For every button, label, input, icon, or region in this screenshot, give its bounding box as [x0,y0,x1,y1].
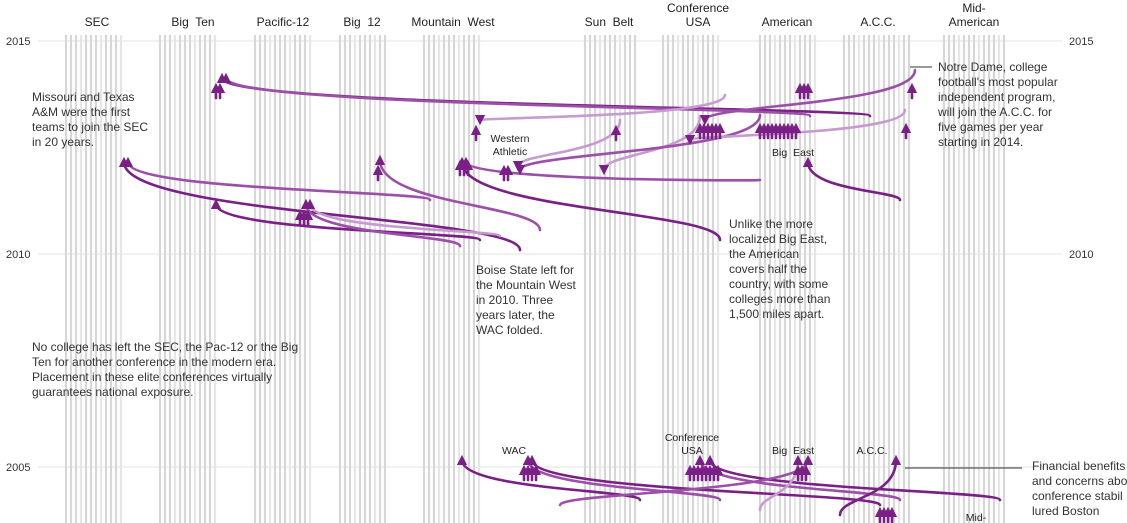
flow-4 [122,156,432,202]
team-move-flows [118,68,1002,523]
header-sec: SEC [85,15,110,29]
header-big-ten: Big Ten [171,15,214,29]
flow-8 [374,154,542,232]
label-wac-lower: WAC [502,445,527,457]
flow-2 [475,93,727,126]
header-mid-american: Mid-American [949,1,1000,29]
year-label-left-2015: 2015 [6,36,30,48]
flow-24 [838,454,902,517]
year-label-right-2015: 2015 [1069,36,1093,48]
flow-17 [456,454,642,502]
label-big-east-lower: Big East [772,445,814,457]
header-mountain-west: Mountain West [411,15,495,29]
strand-group-0 [64,35,123,523]
flow-21 [704,454,1002,502]
strand-group-1 [158,35,217,523]
year-axis: 2015 2015 2010 2010 2005 [6,36,1093,474]
strand-group-9 [942,35,1006,523]
header-pacific-12: Pacific-12 [257,15,310,29]
year-label-left-2010: 2010 [6,249,30,261]
header-acc: A.C.C. [860,15,895,29]
strand-group-2 [253,35,312,523]
flow-5 [210,198,482,242]
flow-14 [514,113,762,176]
header-sun-belt: Sun Belt [585,15,634,29]
header-american: American [762,15,813,29]
label-mid-lower: Mid- [966,512,987,523]
header-big-12: Big 12 [343,15,381,29]
label-acc-lower: A.C.C. [857,445,888,457]
conference-headers: SEC Big Ten Pacific-12 Big 12 Mountain W… [85,1,1000,29]
flow-10 [460,156,762,182]
flow-19 [526,454,882,507]
year-label-left-2005: 2005 [6,462,30,474]
flow-16 [699,68,917,126]
label-big-east-upper: Big East [772,147,814,159]
flow-11 [802,156,902,202]
flow-1 [220,72,812,118]
year-gridlines [38,40,1062,468]
flow-0 [216,72,872,118]
strand-group-4 [422,35,481,523]
flow-9 [456,156,722,242]
strand-group-3 [338,35,387,523]
strand-group-6 [661,35,720,523]
strand-group-8 [842,35,911,523]
note-elite-conferences: No college has left the SEC, the Pac-12 … [32,340,298,399]
flow-7 [304,198,502,238]
year-label-right-2010: 2010 [1069,249,1093,261]
